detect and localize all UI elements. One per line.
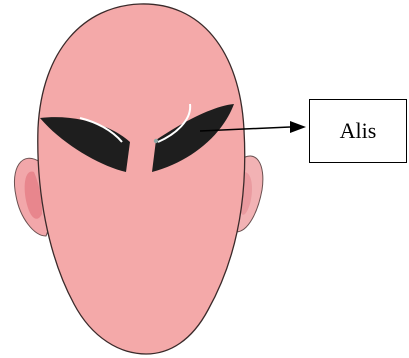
head-outline (38, 4, 245, 354)
pointer-dot (154, 139, 158, 143)
arrow-head (290, 121, 306, 133)
label-alis: Alis (340, 118, 377, 144)
label-box: Alis (309, 99, 407, 163)
